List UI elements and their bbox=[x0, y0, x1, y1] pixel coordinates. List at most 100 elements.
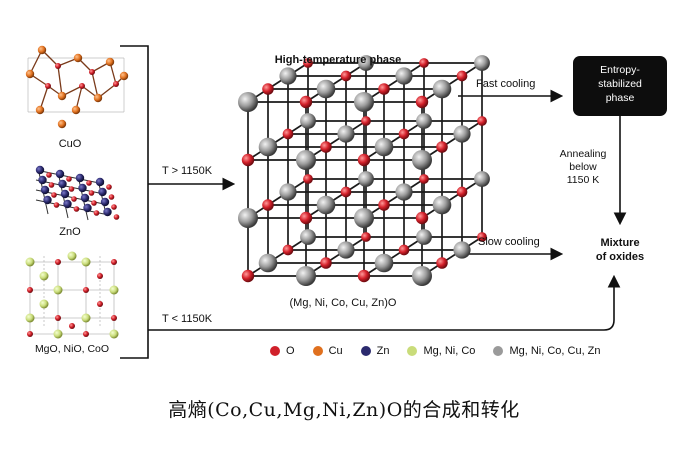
cation-atom bbox=[395, 183, 413, 201]
zn-atom bbox=[60, 189, 70, 199]
annealing-line-3: 1150 K bbox=[566, 174, 600, 186]
o-atom bbox=[83, 331, 89, 337]
rocksalt-label: MgO, NiO, CoO bbox=[34, 343, 110, 355]
o-atom bbox=[91, 200, 97, 206]
back-atom bbox=[97, 301, 103, 307]
zn-atom bbox=[98, 187, 107, 197]
zn-atom bbox=[100, 197, 110, 207]
o-atom bbox=[111, 204, 117, 210]
zn-atom bbox=[75, 173, 85, 183]
o-atom bbox=[357, 153, 371, 167]
cation-atom bbox=[374, 137, 394, 157]
legend-label: O bbox=[286, 345, 295, 357]
o-atom bbox=[477, 232, 487, 242]
low-temp-path bbox=[148, 274, 621, 331]
o-atom bbox=[320, 257, 332, 269]
legend-item-mgnico: Mg, Ni, Co bbox=[407, 345, 475, 357]
back-atom bbox=[39, 271, 49, 281]
o-atom bbox=[68, 186, 75, 192]
heat-below-label: T < 1150K bbox=[162, 313, 213, 325]
mixture-line-1: Mixture bbox=[600, 237, 640, 249]
o-atom bbox=[398, 128, 410, 140]
zn-atom bbox=[83, 203, 92, 213]
o-atom bbox=[241, 269, 255, 283]
o-atom bbox=[436, 257, 448, 269]
cation-atom bbox=[416, 229, 432, 245]
legend-label: Cu bbox=[328, 345, 343, 357]
entropy-line-3: phase bbox=[605, 92, 635, 104]
o-atom bbox=[340, 70, 352, 82]
cation-atom bbox=[81, 313, 91, 323]
cation-atom bbox=[412, 266, 432, 286]
cation-atom bbox=[337, 241, 355, 259]
o-atom bbox=[108, 194, 115, 200]
o-atom bbox=[93, 210, 100, 216]
mgnico-swatch-icon bbox=[407, 346, 418, 356]
mixture-label: Mixture of oxides bbox=[578, 236, 662, 264]
cation-atom bbox=[25, 257, 35, 267]
legend-label: Mg, Ni, Co bbox=[423, 345, 476, 357]
annealing-label: Annealing below 1150 K bbox=[548, 148, 618, 187]
o-atom bbox=[27, 331, 33, 337]
cation-atom bbox=[53, 285, 63, 295]
o-atom bbox=[27, 287, 33, 293]
zn-atom bbox=[78, 183, 87, 193]
cation-atom bbox=[395, 67, 413, 85]
back-atom bbox=[39, 299, 49, 309]
o-atom bbox=[55, 315, 61, 321]
o-atom bbox=[262, 83, 274, 95]
legend-item-zn: Zn bbox=[360, 345, 389, 357]
cation-atom bbox=[109, 285, 119, 295]
left-bracket bbox=[120, 45, 149, 359]
back-atom bbox=[67, 251, 77, 261]
o-atom bbox=[361, 232, 371, 242]
legend-item-o: O bbox=[270, 345, 295, 357]
legend-label: Mg, Ni, Co, Cu, Zn bbox=[509, 345, 601, 357]
o-atom bbox=[320, 141, 332, 153]
zn-atom bbox=[80, 193, 90, 203]
cation-atom bbox=[354, 92, 374, 112]
cation-atom bbox=[296, 266, 316, 286]
zn-swatch-icon bbox=[360, 346, 371, 356]
o-atom bbox=[55, 259, 61, 265]
cation-atom bbox=[358, 55, 374, 71]
zn-atom bbox=[38, 175, 47, 185]
cation-atom bbox=[296, 150, 316, 170]
o-atom bbox=[48, 182, 55, 188]
cation-atom bbox=[279, 67, 297, 85]
cation-atom bbox=[238, 208, 258, 228]
annealing-line-1: Annealing bbox=[559, 148, 607, 160]
cation-atom bbox=[432, 195, 452, 215]
o-atom bbox=[419, 174, 429, 184]
o-atom bbox=[398, 244, 410, 256]
cation-atom bbox=[238, 92, 258, 112]
o-atom bbox=[46, 172, 52, 178]
rocksalt-structure bbox=[25, 251, 119, 339]
lattice-atoms bbox=[238, 55, 490, 286]
o-atom bbox=[357, 269, 371, 283]
cation-atom bbox=[300, 229, 316, 245]
cation-atom bbox=[354, 208, 374, 228]
cation-atom bbox=[416, 113, 432, 129]
entropy-box-bg bbox=[573, 56, 667, 116]
cation-atom bbox=[25, 313, 35, 323]
legend-item-all: Mg, Ni, Co, Cu, Zn bbox=[493, 345, 601, 357]
cation-atom bbox=[374, 253, 394, 273]
o-atom bbox=[361, 116, 371, 126]
slow-cooling-label: Slow cooling bbox=[478, 236, 540, 248]
cation-atom bbox=[474, 55, 490, 71]
cation-atom bbox=[474, 171, 490, 187]
o-atom bbox=[340, 186, 352, 198]
o-atom bbox=[83, 287, 89, 293]
o-atom bbox=[71, 196, 77, 202]
entropy-line-2: stabilized bbox=[598, 78, 642, 90]
cation-atom bbox=[453, 125, 471, 143]
zn-atom bbox=[55, 169, 65, 179]
o-atom bbox=[88, 190, 95, 196]
cation-atom bbox=[316, 195, 336, 215]
o-atom bbox=[111, 315, 117, 321]
entropy-box: Entropy- stabilized phase bbox=[573, 63, 667, 105]
legend-item-cu: Cu bbox=[312, 345, 343, 357]
o-atom bbox=[303, 58, 313, 68]
